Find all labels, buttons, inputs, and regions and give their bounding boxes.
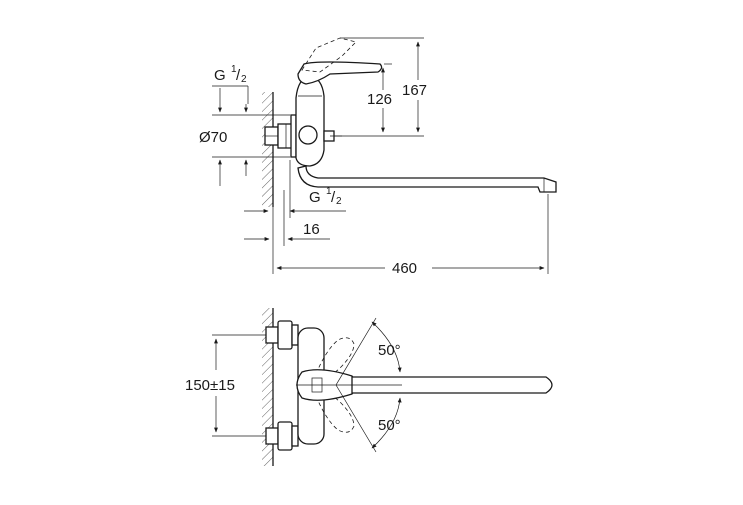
dim-167: 167 <box>330 37 427 137</box>
body-nut <box>298 125 318 145</box>
label-460: 460 <box>392 260 417 277</box>
angle-arc-lower <box>371 397 402 449</box>
dim-diameter: Ø70 <box>199 88 290 186</box>
spout <box>297 165 557 193</box>
thread-bottom-prefix: G <box>309 189 321 206</box>
label-angle-lower: 50° <box>378 417 401 434</box>
thread-top-prefix: G <box>214 67 226 84</box>
thread-top-sup: 1 <box>231 64 237 75</box>
label-center-distance: 150±15 <box>185 377 235 394</box>
dim-center-distance: 150±15 <box>185 334 266 437</box>
lower-connector <box>265 427 279 445</box>
thread-bottom-sub: 2 <box>336 196 342 207</box>
mixer-body <box>295 75 325 167</box>
label-diameter: Ø70 <box>199 129 227 146</box>
dim-16: 16 <box>244 190 330 246</box>
thread-bottom-sep: / <box>331 189 336 206</box>
thread-bottom-sup: 1 <box>326 186 332 197</box>
label-16: 16 <box>303 221 320 238</box>
dim-126: 126 <box>367 63 392 133</box>
label-167: 167 <box>402 82 427 99</box>
wall-hatch-top <box>262 308 273 466</box>
angle-arc-upper <box>371 321 402 373</box>
upper-connector <box>265 326 279 344</box>
top-view: 50° 50° 150±15 <box>185 308 553 466</box>
dim-460: 460 <box>272 194 549 277</box>
side-view: 167 126 G 1 / 2 Ø70 <box>199 37 557 277</box>
thread-label-bottom: G 1 / 2 <box>244 160 346 218</box>
lever-closed <box>297 61 383 85</box>
thread-label-top: G 1 / 2 <box>212 64 249 104</box>
label-126: 126 <box>367 91 392 108</box>
thread-top-sub: 2 <box>241 74 247 85</box>
lever-open-dashed <box>301 37 357 73</box>
thread-top-sep: / <box>236 67 241 84</box>
spout-top <box>351 376 553 394</box>
label-angle-upper: 50° <box>378 342 401 359</box>
wall-hatch-side <box>262 92 273 207</box>
rosette <box>290 114 297 158</box>
